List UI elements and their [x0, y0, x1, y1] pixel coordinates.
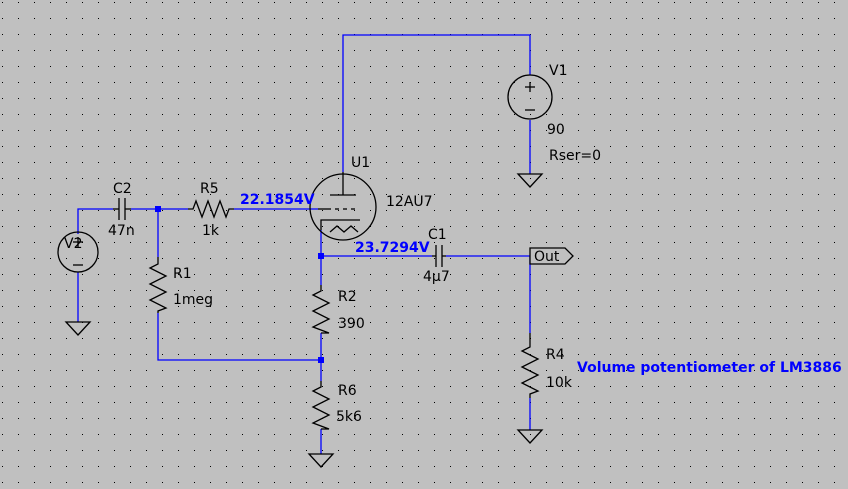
v2-name: V2 — [64, 236, 82, 252]
ground-symbol — [307, 453, 335, 468]
c2-value: 47n — [108, 223, 135, 239]
r4-value: 10k — [546, 375, 573, 391]
resistor-r6[interactable] — [311, 381, 331, 430]
r2-value: 390 — [338, 316, 365, 332]
u1-model: 12AU7 — [386, 194, 433, 210]
junction-dot — [155, 206, 161, 212]
capacitor-c2[interactable] — [113, 198, 131, 220]
resistor-r2[interactable] — [311, 285, 331, 334]
cathode-voltage-label: 23.7294V — [355, 240, 430, 256]
c1-value: 4µ7 — [423, 269, 450, 285]
u1-name: U1 — [351, 155, 370, 171]
c2-name: C2 — [113, 181, 132, 197]
r1-value: 1meg — [173, 292, 213, 308]
r6-name: R6 — [338, 383, 357, 399]
out-port[interactable]: Out — [529, 247, 574, 265]
junction-dot — [318, 253, 324, 259]
voltage-source-v2[interactable] — [57, 231, 99, 273]
c1-name: C1 — [428, 227, 447, 243]
junction-dot — [318, 357, 324, 363]
v1-name: V1 — [549, 63, 567, 79]
ground-symbol — [516, 173, 544, 188]
wire-v2-to-c2 — [77, 208, 113, 234]
capacitor-c1[interactable] — [432, 245, 446, 267]
grid-voltage-label: 22.1854V — [240, 192, 315, 208]
r4-name: R4 — [546, 347, 565, 363]
v1-param: Rser=0 — [549, 148, 601, 164]
r6-value: 5k6 — [336, 409, 362, 425]
r2-name: R2 — [338, 289, 357, 305]
ground-symbol — [516, 429, 544, 444]
out-port-label: Out — [534, 249, 560, 265]
resistor-r1[interactable] — [148, 257, 168, 313]
volume-annotation: Volume potentiometer of LM3886 — [577, 360, 842, 376]
r5-name: R5 — [200, 181, 219, 197]
v1-value: 90 — [547, 122, 565, 138]
resistor-r5[interactable] — [188, 199, 234, 219]
wire-r1-bottom — [157, 313, 321, 361]
triode-u1[interactable] — [309, 172, 377, 241]
r5-value: 1k — [202, 223, 220, 239]
resistor-r4[interactable] — [520, 333, 540, 398]
voltage-source-v1[interactable] — [507, 74, 553, 120]
ground-symbol — [64, 321, 92, 336]
r1-name: R1 — [173, 266, 192, 282]
wire-plate-supply — [342, 34, 531, 172]
